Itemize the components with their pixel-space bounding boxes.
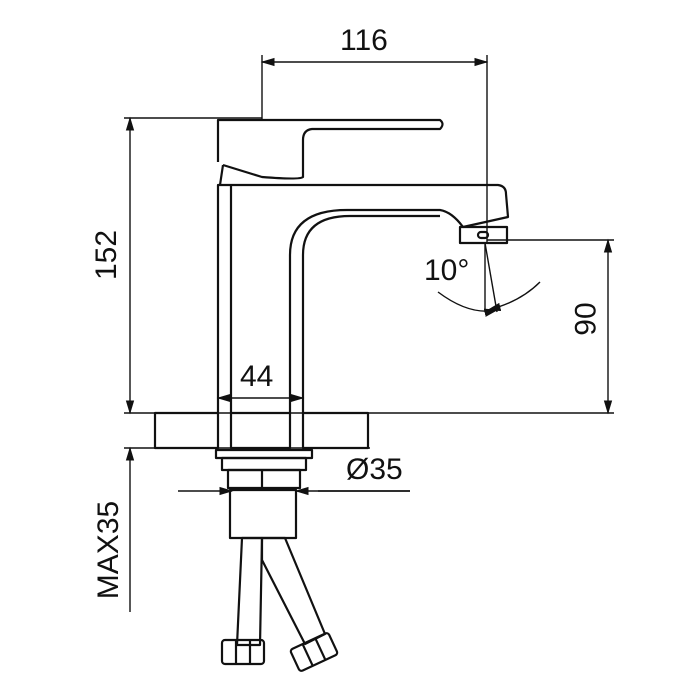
dimension-label-diameter-35: Ø35 bbox=[346, 453, 403, 486]
dimension-label-152: 152 bbox=[90, 229, 124, 281]
mounting-nut bbox=[214, 448, 314, 490]
faucet-spout bbox=[288, 208, 464, 413]
dimension-label-max-35: MAX35 bbox=[92, 500, 126, 600]
dimension-label-90: 90 bbox=[569, 302, 603, 336]
aerator bbox=[458, 225, 509, 245]
angle-label-10: 10° bbox=[424, 254, 470, 287]
dimension-label-116: 116 bbox=[340, 24, 388, 57]
hose-nut-right bbox=[289, 632, 339, 672]
dimension-label-44: 44 bbox=[240, 360, 274, 393]
hose-left bbox=[235, 536, 264, 647]
faucet-body bbox=[216, 183, 510, 413]
dimension-152 bbox=[124, 116, 262, 415]
shank bbox=[228, 488, 298, 540]
faucet-lever bbox=[216, 118, 444, 180]
hose-right bbox=[260, 536, 327, 646]
dimension-90 bbox=[124, 238, 614, 415]
dimension-116 bbox=[260, 55, 489, 243]
spout-angle-indicator bbox=[437, 242, 541, 317]
hose-nut-left bbox=[220, 638, 266, 666]
countertop-section bbox=[153, 411, 370, 450]
dimension-max-35 bbox=[124, 446, 370, 612]
